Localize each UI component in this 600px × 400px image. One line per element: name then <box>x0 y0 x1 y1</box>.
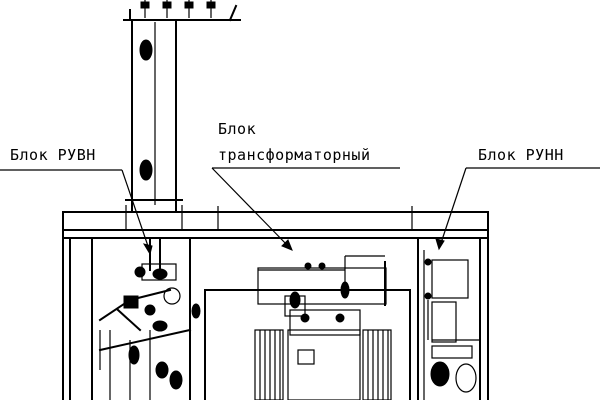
cable-tower <box>125 21 183 211</box>
label-transformer-line1: Блок <box>218 120 257 138</box>
transformer-equipment <box>254 255 392 400</box>
label-transformer-line2: трансформаторный <box>218 146 371 164</box>
runn-equipment <box>423 250 480 400</box>
enclosure-frame <box>62 205 489 400</box>
label-runn: Блок РУНН <box>478 146 564 164</box>
ruvn-equipment <box>98 237 201 400</box>
label-leaders <box>0 167 600 256</box>
label-ruvn: Блок РУВН <box>10 146 96 164</box>
top-insulator-array <box>123 0 241 22</box>
